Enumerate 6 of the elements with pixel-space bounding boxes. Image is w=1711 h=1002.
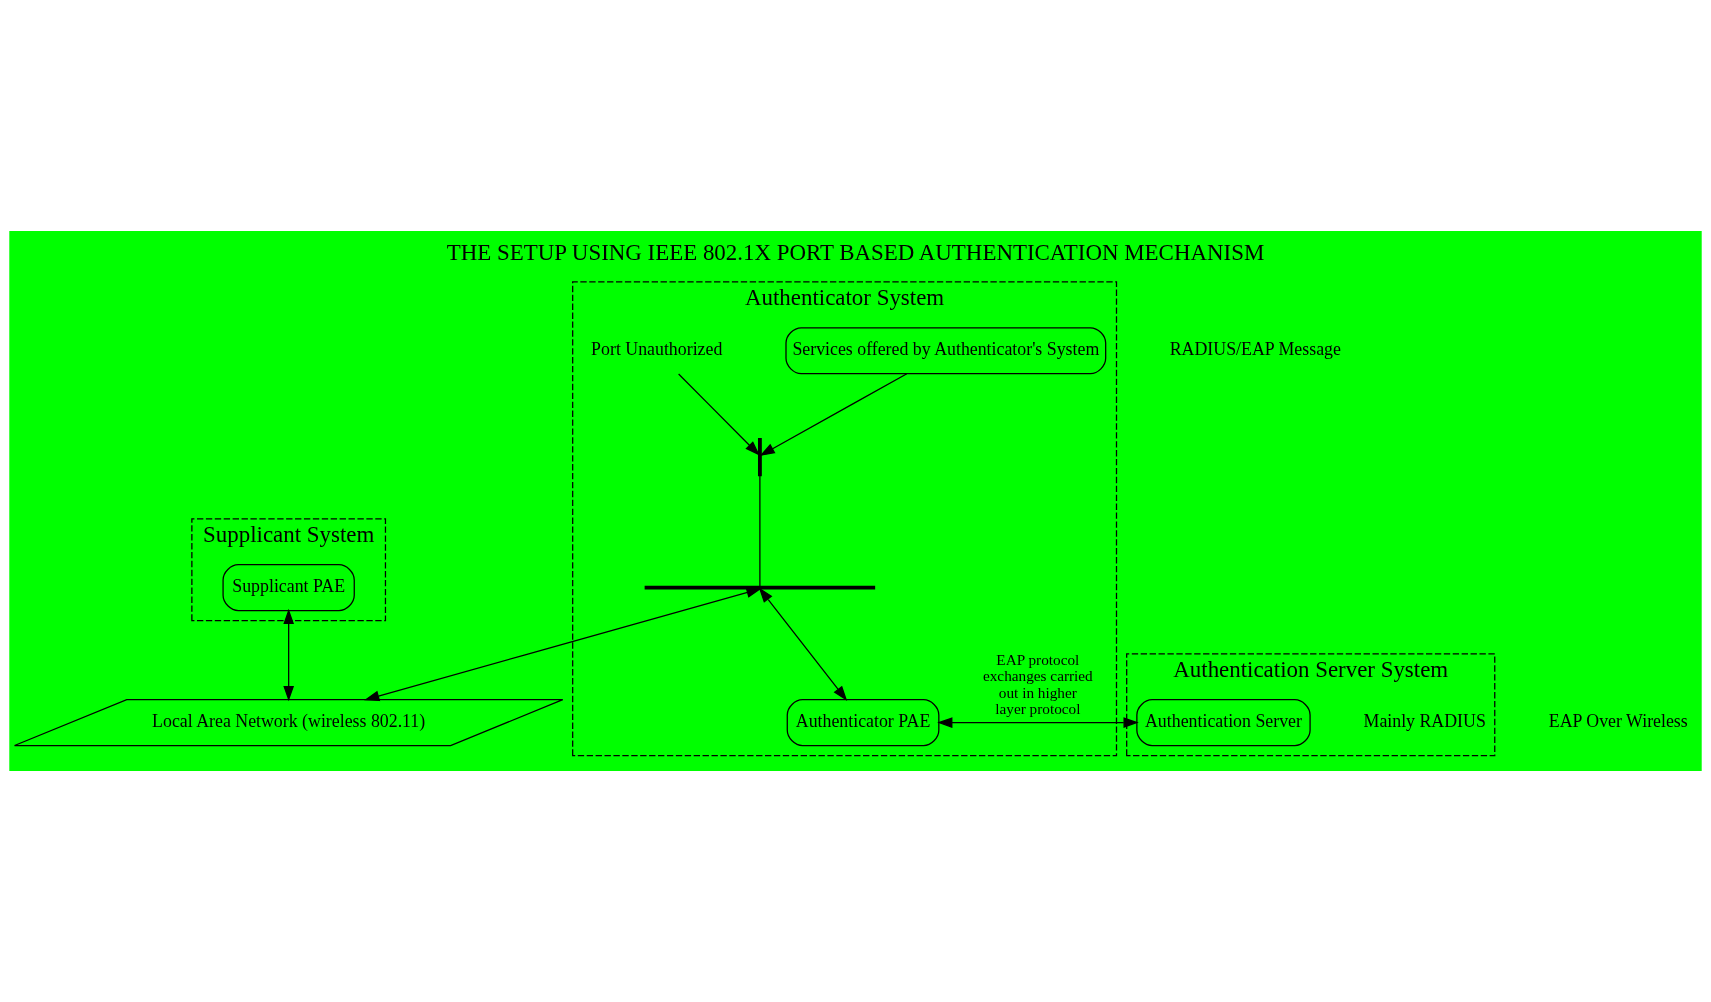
label: RADIUS/EAP Message — [1169, 339, 1341, 360]
node-label: Mainly RADIUS — [1363, 711, 1486, 732]
label: EAP Over Wireless — [1548, 711, 1688, 732]
node-text: Port Unauthorized — [591, 339, 723, 360]
diagram-title: THE SETUP USING IEEE 802.1X PORT BASED AUTHENTICATION MECHANISM — [446, 239, 1265, 265]
edge-label: EAP protocol exchanges carried out in higher layer protocol — [982, 650, 1093, 718]
